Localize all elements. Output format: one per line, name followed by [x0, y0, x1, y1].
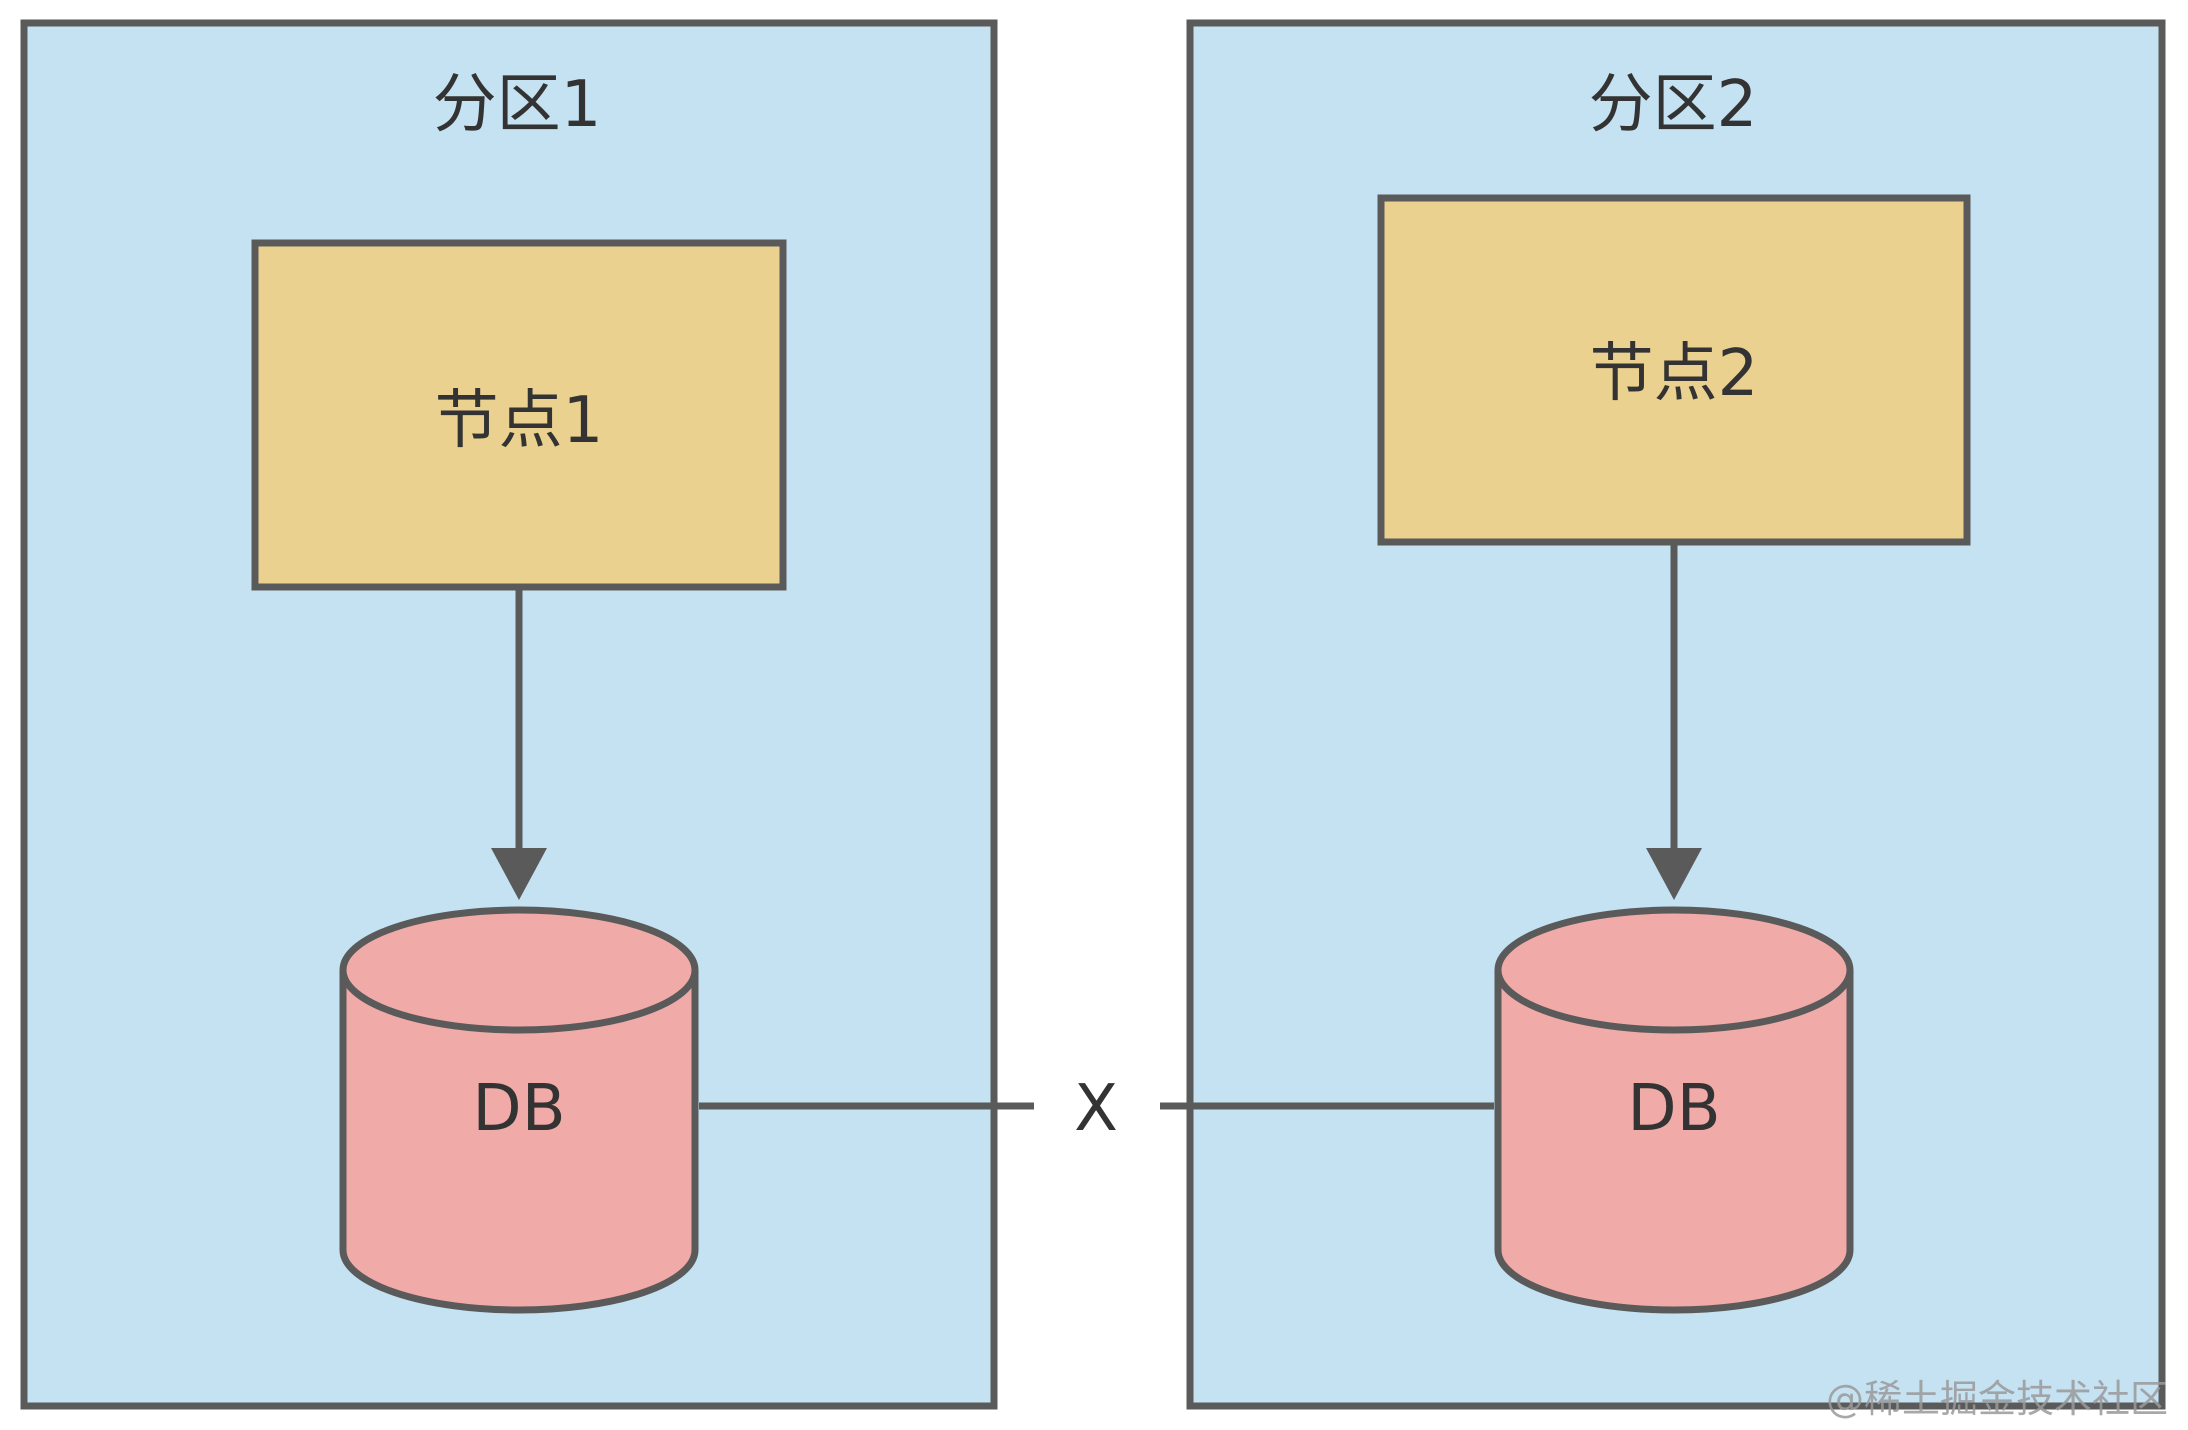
partition-2-title: 分区2	[1589, 68, 1758, 142]
node-1-box	[251, 239, 787, 591]
partition-2: 分区2 节点2 DB	[1186, 19, 2166, 1410]
db-1-label: DB	[472, 1072, 565, 1146]
db-link: X	[699, 1072, 1494, 1146]
arrow-2-head	[1646, 848, 1702, 900]
db-2-label: DB	[1627, 1072, 1720, 1146]
db-2-cylinder	[1494, 906, 1854, 1314]
db-1-cylinder	[339, 906, 699, 1314]
node-1-label: 节点1	[435, 384, 604, 458]
watermark: @稀土掘金技术社区	[1826, 1377, 2168, 1421]
node-2-label: 节点2	[1590, 337, 1759, 411]
partition-1: 分区1 节点1 DB	[20, 19, 998, 1410]
partition-1-title: 分区1	[433, 68, 602, 142]
node-2-box	[1377, 194, 1971, 546]
db-link-break-mark: X	[1074, 1072, 1118, 1146]
arrow-1-head	[491, 848, 547, 900]
